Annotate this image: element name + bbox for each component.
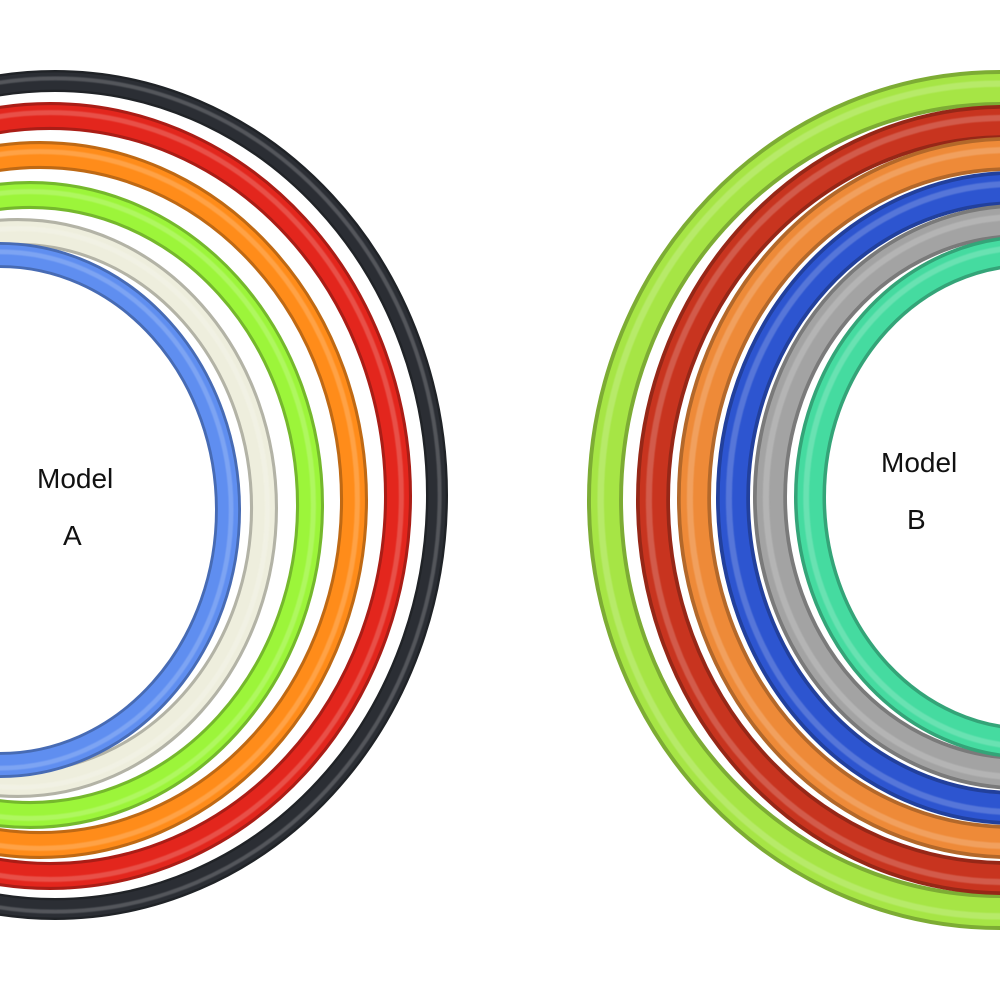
tubing-ring-body-6 bbox=[797, 240, 1000, 754]
tubing-ring-highlight-2 bbox=[0, 110, 404, 882]
model-a-label-letter: A bbox=[63, 520, 82, 551]
tubing-ring-highlight-1 bbox=[597, 80, 1000, 920]
tubing-ring-highlight-1 bbox=[0, 76, 442, 914]
tubing-ring-highlight-4 bbox=[0, 189, 316, 821]
tubing-ring-highlight-6 bbox=[0, 249, 234, 771]
tubing-ring-body-2 bbox=[0, 105, 409, 887]
tubing-ring-body-1 bbox=[0, 72, 446, 918]
tubing-ring-body-3 bbox=[680, 140, 1000, 856]
tubing-ring-body-5 bbox=[0, 221, 275, 795]
tubing-ring-body-2 bbox=[639, 108, 1000, 892]
tubing-ring-body-5 bbox=[756, 208, 1000, 786]
model-a-tubing-coil bbox=[0, 70, 448, 920]
tubing-ring-highlight-5 bbox=[762, 214, 1000, 780]
tubing-ring-body-4 bbox=[719, 175, 1000, 821]
model-a-label-word: Model bbox=[37, 463, 114, 494]
tubing-ring-highlight-6 bbox=[803, 246, 1000, 748]
tubing-ring-highlight-3 bbox=[686, 147, 1000, 849]
tubing-ring-body-4 bbox=[0, 184, 321, 826]
tubing-ring-highlight-5 bbox=[0, 226, 270, 790]
tubing-ring-body-6 bbox=[0, 244, 239, 776]
model-b-label-letter: B bbox=[907, 504, 926, 535]
tubing-ring-highlight-2 bbox=[645, 114, 1000, 886]
tubing-ring-highlight-3 bbox=[0, 149, 360, 851]
tubing-ring-highlight-4 bbox=[725, 181, 1000, 815]
model-b-label-word: Model bbox=[881, 447, 958, 478]
tubing-ring-body-1 bbox=[591, 74, 1000, 926]
tubing-ring-body-3 bbox=[0, 144, 365, 856]
model-b-tubing-coil bbox=[587, 70, 1000, 930]
